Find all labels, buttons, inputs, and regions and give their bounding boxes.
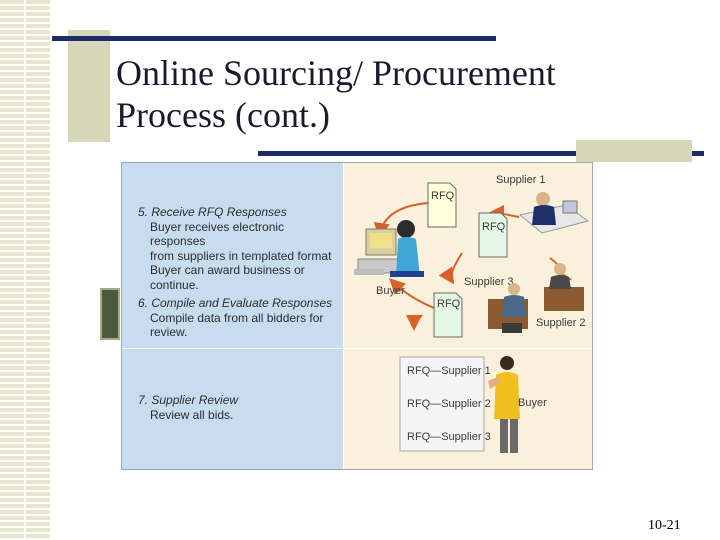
process-diagram: RFQ RFQ RFQ Buyer Supplier 1 <box>354 174 590 453</box>
step-6-heading: 6. Compile and Evaluate Responses <box>138 296 333 310</box>
buyer-computer-illustration <box>354 228 399 275</box>
buyer-standing-icon <box>488 356 520 453</box>
rfq-document: RFQ <box>427 182 457 228</box>
rfq-supplier-1-doc: RFQ—Supplier 1 <box>407 365 491 377</box>
step-6-line-1: Compile data from all bidders for <box>150 310 324 325</box>
step-7-heading: 7. Supplier Review <box>138 393 239 407</box>
rfq-doc-label-1: RFQ <box>431 190 455 202</box>
step-5-heading: 5. Receive RFQ Responses <box>138 205 287 219</box>
title-accent-box <box>68 30 110 142</box>
right-accent-box <box>576 140 692 162</box>
step-7: 7. Supplier Review Review all bids. <box>138 393 338 422</box>
steps-panel-bottom: 7. Supplier Review Review all bids. <box>122 349 343 469</box>
step-5-line-2: from suppliers in templated format <box>150 248 332 263</box>
top-rule <box>52 36 496 41</box>
rfq-doc-label-2: RFQ <box>482 221 506 233</box>
supplier-1-label: Supplier 1 <box>496 174 546 186</box>
figure-vertical-divider <box>343 163 344 469</box>
decorative-striped-strip <box>0 0 50 540</box>
slide-title: Online Sourcing/ Procurement Process (co… <box>116 52 556 136</box>
rfq-supplier-2-doc: RFQ—Supplier 2 <box>407 398 491 410</box>
buyer-figure-icon <box>390 220 424 277</box>
step-5-line-1: Buyer receives electronic responses <box>150 219 285 249</box>
step-5-line-3: Buyer can award business or <box>150 263 305 277</box>
rfq-document: RFQ <box>433 292 463 338</box>
step-7-line-1: Review all bids. <box>150 407 234 422</box>
rfq-supplier-3-doc: RFQ—Supplier 3 <box>407 431 491 443</box>
step-6: 6. Compile and Evaluate Responses Compil… <box>138 296 338 340</box>
process-figure: 5. Receive RFQ Responses Buyer receives … <box>121 162 593 470</box>
page-number: 10-21 <box>648 518 681 533</box>
rfq-document: RFQ <box>478 212 508 258</box>
supplier-2-illustration <box>544 263 584 311</box>
rfq-stack: RFQ—Supplier 1 RFQ—Supplier 2 RFQ—Suppli… <box>399 356 491 452</box>
supplier-3-label: Supplier 3 <box>464 276 514 288</box>
bottom-rule <box>258 151 704 156</box>
step-5-line-4: continue. <box>150 277 199 292</box>
slide-title-line-2: Process (cont.) <box>116 95 330 135</box>
supplier-1-illustration <box>518 192 590 234</box>
step-5: 5. Receive RFQ Responses Buyer receives … <box>138 205 338 292</box>
side-accent-box <box>100 288 120 340</box>
buyer-label-top: Buyer <box>376 285 405 297</box>
supplier-3-illustration <box>488 283 528 333</box>
steps-panel-top: 5. Receive RFQ Responses Buyer receives … <box>122 163 343 348</box>
rfq-doc-label-3: RFQ <box>437 298 461 310</box>
slide-title-line-1: Online Sourcing/ Procurement <box>116 53 556 93</box>
supplier-2-label: Supplier 2 <box>536 317 586 329</box>
buyer-label-bottom: Buyer <box>518 397 547 409</box>
figure-horizontal-divider <box>122 348 592 349</box>
step-6-line-2: review. <box>150 325 188 339</box>
